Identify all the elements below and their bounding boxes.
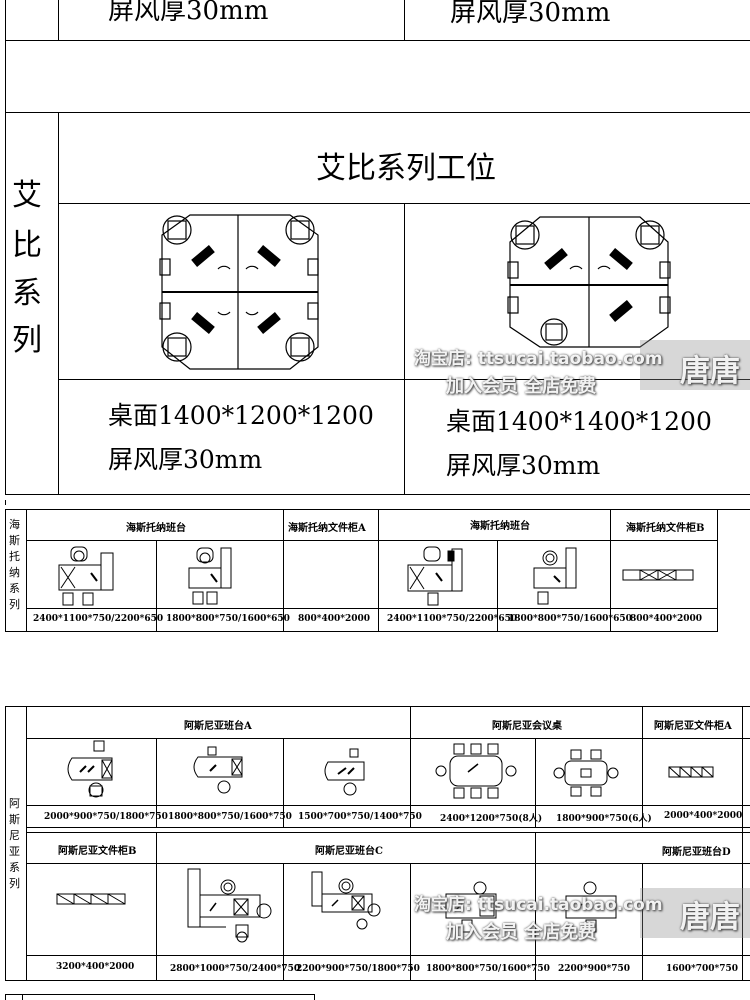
chair-icon [285,215,315,245]
dimension: 1800*900*750(6人) [556,814,652,824]
series-char: 斯 [9,813,20,826]
series-char: 斯 [9,534,20,547]
aibi-workstation-4-person-left [159,214,319,370]
watermark-member-text: 加入会员 全店免费 [446,376,597,397]
series-char: 列 [9,598,20,611]
series-char: 托 [9,550,20,563]
file-cabinet-drawing [622,569,694,581]
chair-icon [510,220,540,250]
series-char: 纳 [9,566,20,579]
table-header: 海斯托纳文件柜B [626,523,705,534]
executive-desk-drawing [58,546,114,606]
chair-icon [162,215,192,245]
aibi-left-desk-size: 桌面1400*1200*1200 [108,401,374,430]
aibi-workstation-4-person-right [507,216,671,348]
series-char: 列 [9,877,20,890]
table-header: 阿斯尼亚班台D [662,847,731,858]
table-header: 阿斯尼亚文件柜A [654,721,732,732]
prev-screen-thickness-right: 屏风厚30mm [450,0,611,28]
series-char: 系 [9,582,20,595]
executive-desk-drawing [407,546,463,606]
executive-desk-drawing [565,881,617,933]
executive-desk-drawing [188,547,232,605]
aibi-right-desk-size: 桌面1400*1400*1200 [446,407,712,436]
series-char: 系 [12,276,42,311]
dimension: 2200*900*750/1800*750 [296,964,420,974]
dimension: 2000*900*750/1800*750 [44,812,168,822]
dimension: 800*400*2000 [630,614,703,624]
dimension: 2800*1000*750/2400*750 [170,964,301,974]
conference-table-8-drawing [435,743,517,799]
dimension: 1800*800*750/1600*650 [508,614,632,624]
executive-desk-drawing [533,547,577,605]
aibi-left-screen-thickness: 屏风厚30mm [108,445,263,474]
chair-icon [285,332,315,362]
executive-desk-drawing [445,881,497,933]
dimension: 1800*800*750/1600*750 [168,812,292,822]
conference-table-6-drawing [553,749,619,797]
series-char: 海 [9,518,20,531]
watermark-brand: 唐唐 [680,900,740,935]
dimension: 1600*700*750 [666,964,739,974]
watermark-shop-text: 淘宝店: ttsucai.taobao.com [414,349,663,369]
series-char: 亚 [9,845,20,858]
dimension: 2400*1100*750/2200*650 [33,614,164,624]
table-header: 海斯托纳文件柜A [288,523,366,534]
dimension: 1800*800*750/1600*650 [166,614,290,624]
executive-desk-drawing [187,868,272,943]
table-header: 阿斯尼亚班台C [315,846,383,857]
chair-icon [162,332,192,362]
chair-icon [540,318,568,346]
watermark-member-text: 加入会员 全店免费 [446,922,597,943]
watermark-shop-text: 淘宝店: ttsucai.taobao.com [414,895,663,915]
dimension: 2400*1200*750(8人) [440,814,543,824]
file-cabinet-drawing [56,893,126,905]
executive-desk-drawing [311,871,381,930]
executive-desk-drawing [193,746,243,794]
series-char: 阿 [9,797,20,810]
table-header: 阿斯尼亚会议桌 [492,721,562,732]
aibi-title: 艾比系列工位 [316,151,496,186]
dimension: 1500*700*750/1400*750 [298,812,422,822]
prev-screen-thickness-left: 屏风厚30mm [108,0,269,26]
executive-desk-drawing [324,748,365,796]
series-char: 系 [9,861,20,874]
table-header: 海斯托纳班台 [470,521,530,532]
dimension: 2400*1100*750/2200*650 [387,614,518,624]
chair-icon [635,220,665,250]
watermark-brand: 唐唐 [680,354,740,389]
series-char: 比 [12,228,42,263]
dimension: 2200*900*750 [558,964,631,974]
series-char: 尼 [9,829,20,842]
dimension: 800*400*2000 [298,614,371,624]
table-header: 阿斯尼亚班台A [184,721,252,732]
series-char: 列 [12,323,42,358]
dimension: 1800*800*750/1600*750 [426,964,550,974]
table-header: 海斯托纳班台 [126,523,186,534]
dimension: 3200*400*2000 [56,962,135,972]
dimension: 2000*400*2000 [664,811,743,821]
file-cabinet-drawing [668,766,714,778]
executive-desk-drawing [67,740,113,798]
series-char: 艾 [12,178,42,213]
table-header: 阿斯尼亚文件柜B [58,846,137,857]
aibi-right-screen-thickness: 屏风厚30mm [446,451,601,480]
